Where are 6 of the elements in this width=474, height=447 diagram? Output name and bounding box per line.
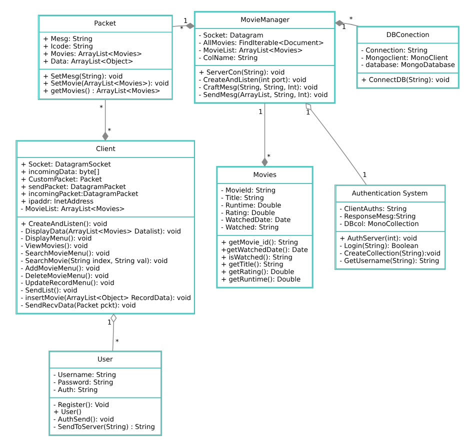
connector xyxy=(261,103,268,167)
connector xyxy=(102,99,108,141)
connector xyxy=(172,22,194,30)
connector xyxy=(305,102,366,186)
connector xyxy=(110,313,116,352)
connector xyxy=(334,20,358,27)
